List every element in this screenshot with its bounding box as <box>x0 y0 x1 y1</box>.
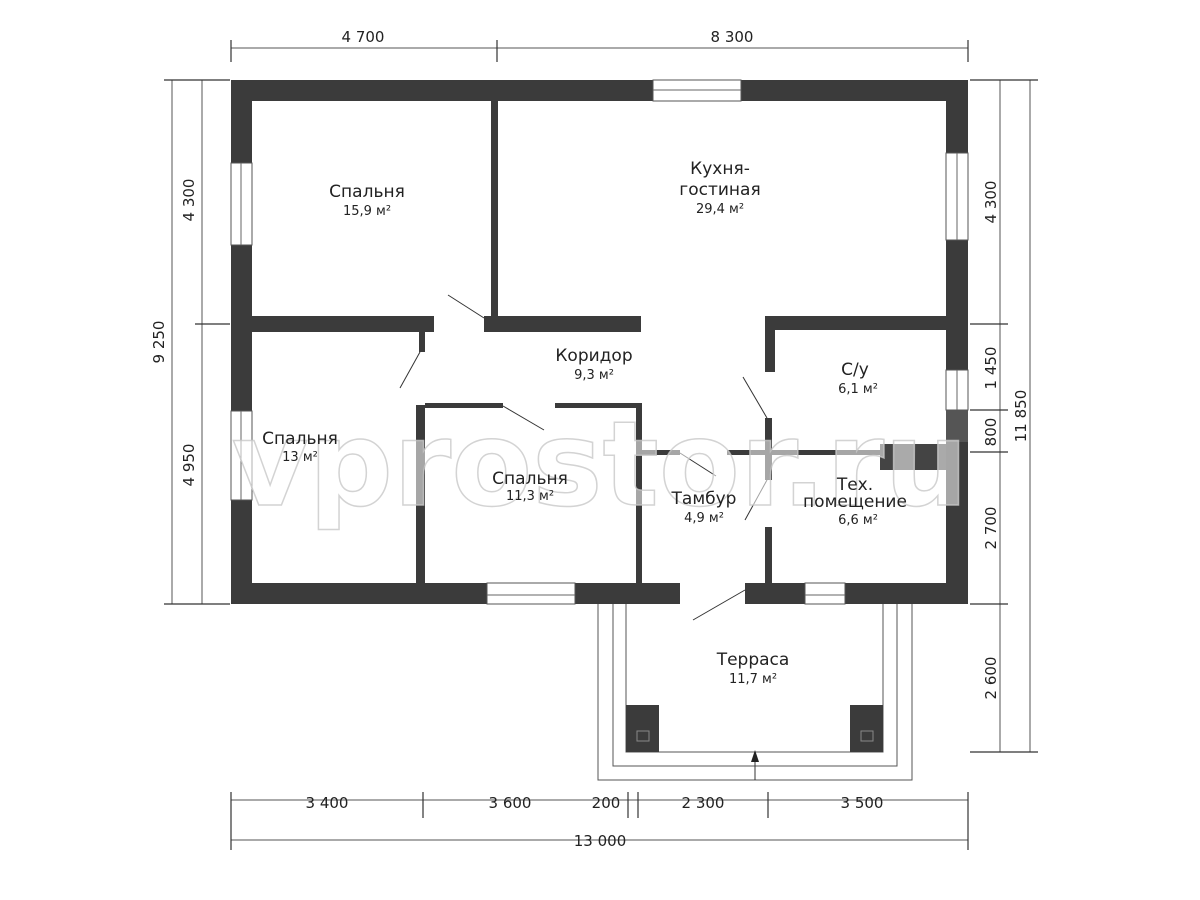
window <box>486 582 576 605</box>
room-name: Спальня <box>329 182 405 202</box>
dim-right-5: 2 600 <box>982 657 1000 700</box>
dim-right-2: 1 450 <box>982 347 1000 390</box>
room-name: Коридор <box>555 346 632 366</box>
room-bedroom-2: Спальня 13 м² <box>262 429 338 465</box>
room-area: 15,9 м² <box>343 204 391 219</box>
dim-bottom-5: 3 500 <box>841 794 884 812</box>
room-area: 11,3 м² <box>506 489 554 504</box>
window <box>804 582 846 605</box>
room-bathroom: С/у 6,1 м² <box>838 360 878 397</box>
dim-right-4: 2 700 <box>982 507 1000 550</box>
room-area: 9,3 м² <box>574 368 614 383</box>
dim-left-1: 4 300 <box>180 179 198 222</box>
room-area: 6,1 м² <box>838 382 878 397</box>
room-area: 4,9 м² <box>684 511 724 526</box>
dim-bottom-total: 13 000 <box>574 832 627 850</box>
dim-right-3: 800 <box>982 418 1000 447</box>
dimension-bottom: 3 400 3 600 200 2 300 3 500 13 000 <box>230 792 969 850</box>
dimension-left: 4 300 4 950 9 250 <box>150 79 230 605</box>
room-area: 11,7 м² <box>729 672 777 687</box>
room-name: Терраса <box>716 650 790 670</box>
dim-bottom-2: 3 600 <box>489 794 532 812</box>
room-name-line2: гостиная <box>679 180 760 200</box>
room-area: 29,4 м² <box>696 202 744 217</box>
room-corridor: Коридор 9,3 м² <box>555 346 632 383</box>
room-utility: Тех. помещение 6,6 м² <box>803 475 907 528</box>
room-name-line2: помещение <box>803 492 907 512</box>
room-kitchen-living: Кухня- гостиная 29,4 м² <box>679 159 760 217</box>
dim-right-1: 4 300 <box>982 181 1000 224</box>
walls <box>231 80 968 604</box>
dimension-right: 4 300 1 450 800 2 700 2 600 11 850 <box>970 79 1038 753</box>
room-name: Тех. <box>836 475 873 495</box>
room-name: Спальня <box>492 469 568 489</box>
room-bedroom-3: Спальня 11,3 м² <box>492 469 568 504</box>
room-vestibule: Тамбур 4,9 м² <box>671 489 737 526</box>
room-name: Спальня <box>262 429 338 449</box>
room-name: Кухня- <box>690 159 750 179</box>
room-terrace: Терраса 11,7 м² <box>716 650 790 687</box>
room-bedroom-1: Спальня 15,9 м² <box>329 182 405 219</box>
pillar <box>850 705 883 752</box>
dim-right-total: 11 850 <box>1012 390 1030 443</box>
room-name: С/у <box>841 360 869 380</box>
watermark: vprostor.ru <box>232 395 969 533</box>
dim-bottom-1: 3 400 <box>306 794 349 812</box>
windows <box>230 79 969 605</box>
room-area: 13 м² <box>282 450 318 465</box>
dim-bottom-4: 2 300 <box>682 794 725 812</box>
dim-bottom-3: 200 <box>592 794 621 812</box>
dim-top-1: 4 700 <box>342 28 385 46</box>
dim-left-2: 4 950 <box>180 444 198 487</box>
dimension-top: 4 700 8 300 <box>230 28 969 62</box>
dim-left-total: 9 250 <box>150 321 168 364</box>
doors <box>399 294 768 621</box>
room-name: Тамбур <box>671 489 737 509</box>
room-area: 6,6 м² <box>838 513 878 528</box>
pillar <box>626 705 659 752</box>
dim-top-2: 8 300 <box>711 28 754 46</box>
entrance-arrow-icon <box>751 750 759 762</box>
terrace <box>597 604 913 781</box>
